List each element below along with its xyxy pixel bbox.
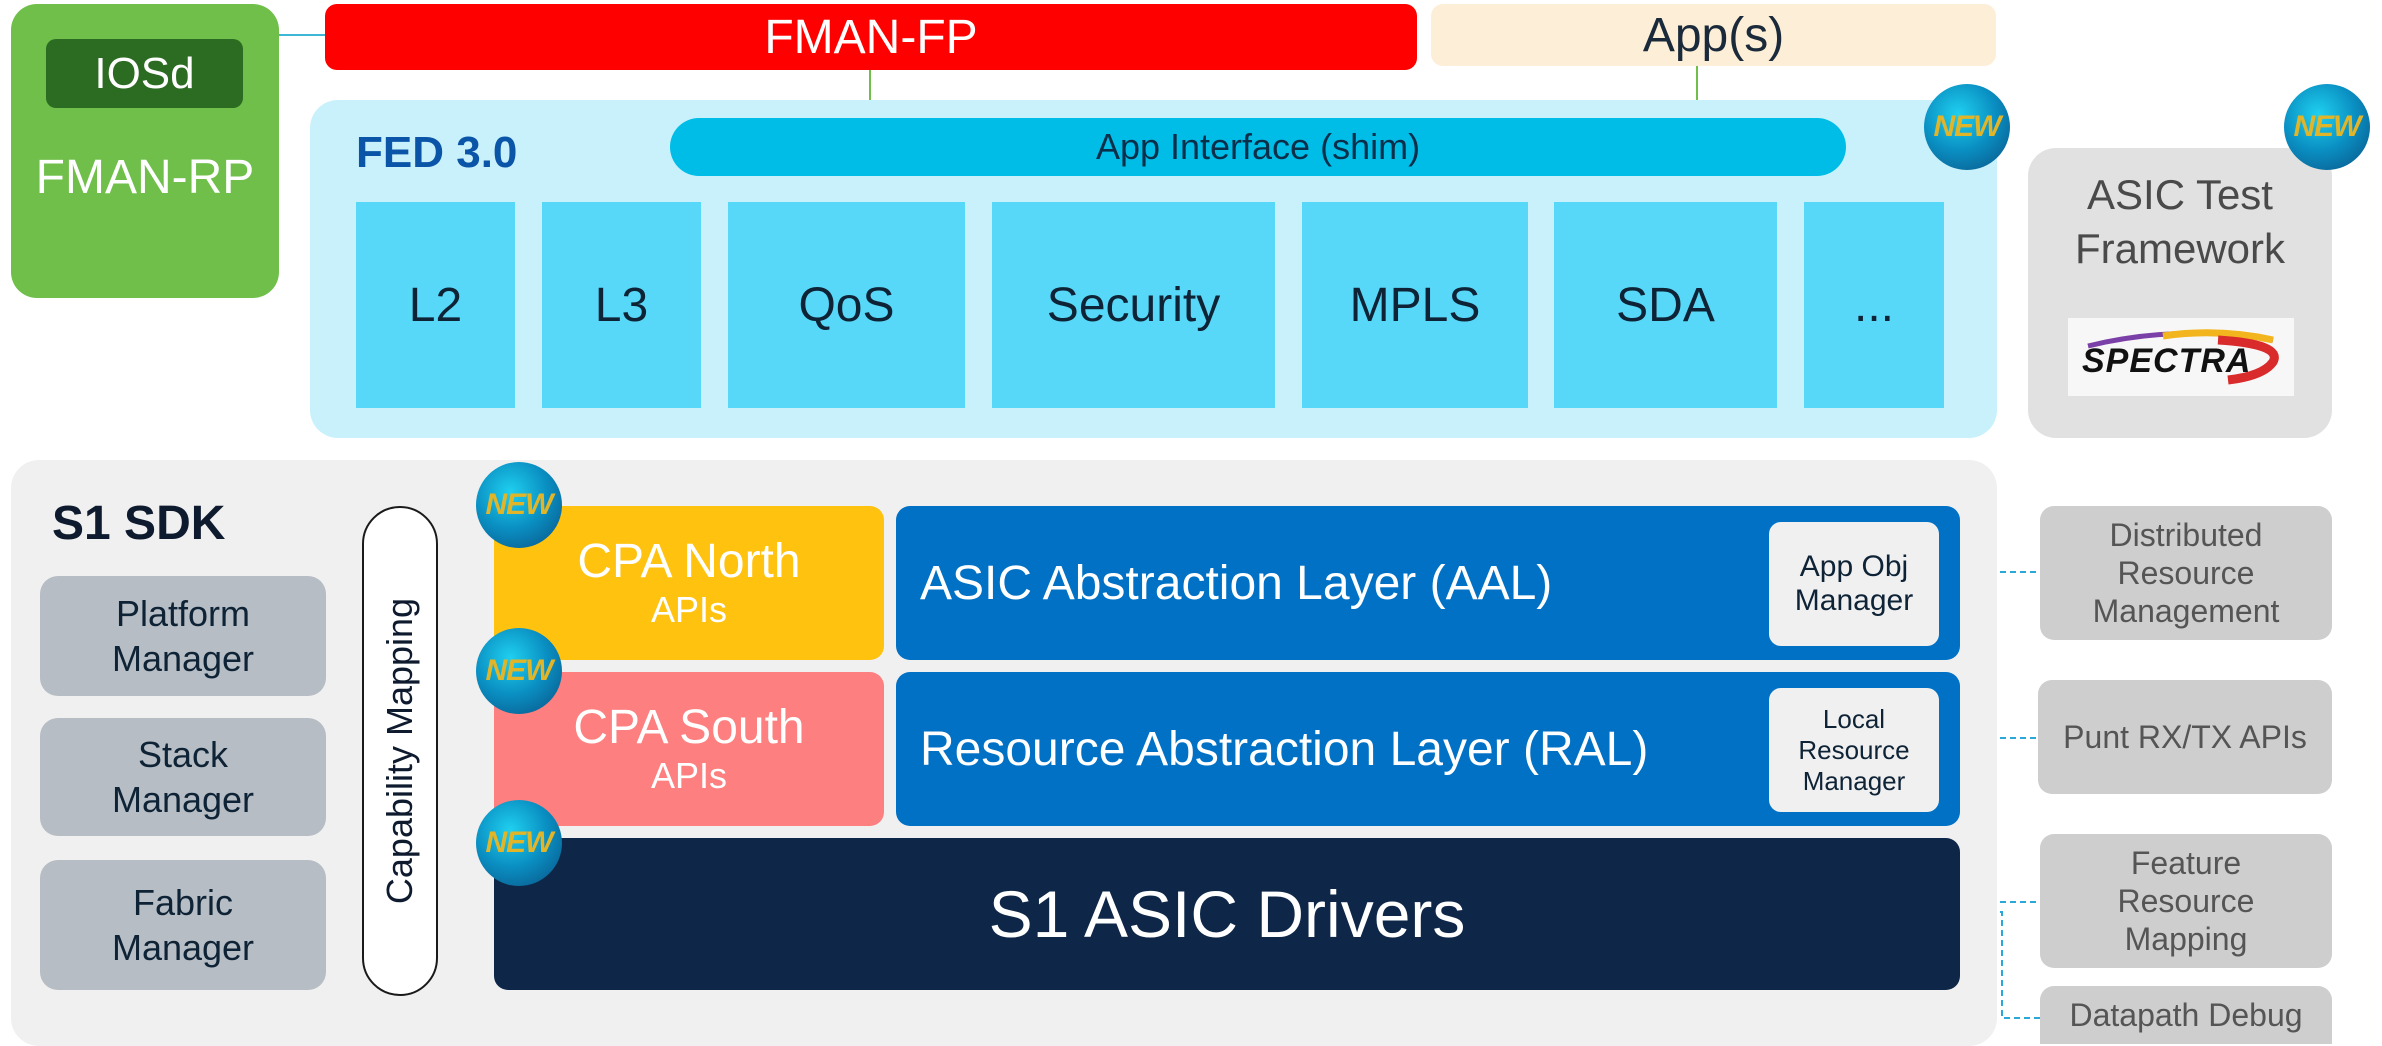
- new-badge-icon: NEW: [476, 800, 562, 886]
- asic-abstraction-layer: ASIC Abstraction Layer (AAL) App Obj Man…: [896, 506, 1960, 660]
- fabric-manager: Fabric Manager: [40, 860, 326, 990]
- local-resource-manager-line2: Resource: [1798, 734, 1910, 765]
- atf-title-line2: Framework: [2074, 225, 2286, 272]
- drm-line1: Distributed: [2109, 517, 2263, 553]
- capability-mapping-label: Capability Mapping: [379, 597, 420, 905]
- frm-line3: Mapping: [2124, 921, 2248, 957]
- asic-test-framework-title: ASIC Test Framework: [2028, 168, 2332, 276]
- s1-asic-drivers: S1 ASIC Drivers: [494, 838, 1960, 990]
- punt-rx-tx-apis: Punt RX/TX APIs: [2038, 680, 2332, 794]
- app-obj-manager-line1: App Obj: [1799, 550, 1909, 583]
- spectra-logo-text: SPECTRA: [2082, 342, 2252, 380]
- s1-sdk-title: S1 SDK: [52, 497, 226, 550]
- stack-manager: Stack Manager: [40, 718, 326, 836]
- fed-title: FED 3.0: [356, 128, 518, 177]
- spectra-swoosh-icon: [2087, 329, 2279, 385]
- distributed-resource-management: Distributed Resource Management: [2040, 506, 2332, 640]
- feature-qos: QoS: [728, 202, 965, 408]
- cpa-south-title: CPA South: [573, 701, 805, 754]
- fman-rp-label: FMAN-RP: [35, 151, 255, 204]
- app-obj-manager-line2: Manager: [1794, 584, 1914, 617]
- cpa-north-subtitle: APIs: [650, 589, 728, 630]
- ral-label: Resource Abstraction Layer (RAL): [920, 722, 1649, 776]
- aal-label: ASIC Abstraction Layer (AAL): [920, 556, 1553, 610]
- new-badge-icon: NEW: [2284, 84, 2370, 170]
- stack-manager-line2: Manager: [111, 779, 255, 820]
- local-resource-manager-line3: Manager: [1802, 765, 1906, 796]
- stack-manager-line1: Stack: [137, 734, 229, 775]
- feature-mpls: MPLS: [1302, 202, 1528, 408]
- datapath-debug: Datapath Debug: [2040, 986, 2332, 1044]
- new-badge-icon: NEW: [476, 628, 562, 714]
- drm-line2: Resource: [2117, 555, 2255, 591]
- cpa-south-apis: CPA South APIs: [494, 672, 884, 826]
- frm-line2: Resource: [2117, 883, 2255, 919]
- atf-title-line1: ASIC Test: [2087, 171, 2273, 218]
- feature-l3: L3: [542, 202, 701, 408]
- feature-l2: L2: [356, 202, 515, 408]
- app-interface-shim: App Interface (shim): [670, 118, 1846, 176]
- feature-security: Security: [992, 202, 1275, 408]
- drm-line3: Management: [2092, 593, 2280, 629]
- new-badge-icon: NEW: [1924, 84, 2010, 170]
- local-resource-manager: Local Resource Manager: [1769, 688, 1939, 812]
- fabric-manager-line2: Manager: [111, 927, 255, 968]
- frm-line1: Feature: [2130, 845, 2242, 881]
- app-obj-manager: App Obj Manager: [1769, 522, 1939, 646]
- feature-more: ...: [1804, 202, 1944, 408]
- platform-manager-line1: Platform: [115, 593, 251, 634]
- cpa-north-apis: CPA North APIs: [494, 506, 884, 660]
- feature-resource-mapping: Feature Resource Mapping: [2040, 834, 2332, 968]
- fabric-manager-line1: Fabric: [132, 882, 234, 923]
- cpa-north-title: CPA North: [577, 535, 801, 588]
- platform-manager: Platform Manager: [40, 576, 326, 696]
- resource-abstraction-layer: Resource Abstraction Layer (RAL) Local R…: [896, 672, 1960, 826]
- apps-bar: App(s): [1431, 4, 1996, 66]
- feature-sda: SDA: [1554, 202, 1777, 408]
- iosd-box: IOSd: [46, 39, 243, 108]
- fman-fp-bar: FMAN-FP: [325, 4, 1417, 70]
- capability-mapping: Capability Mapping: [362, 506, 438, 996]
- cpa-south-subtitle: APIs: [650, 755, 728, 796]
- local-resource-manager-line1: Local: [1822, 703, 1886, 734]
- platform-manager-line2: Manager: [111, 638, 255, 679]
- spectra-logo: SPECTRA: [2068, 318, 2294, 396]
- new-badge-icon: NEW: [476, 462, 562, 548]
